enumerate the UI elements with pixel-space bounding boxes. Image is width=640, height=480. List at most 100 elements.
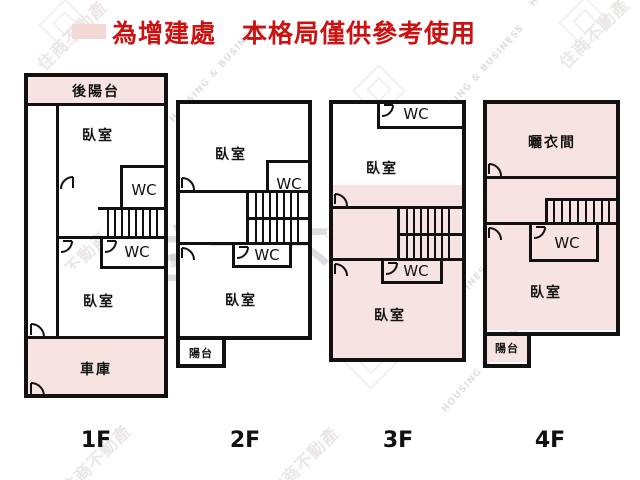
wall-wc-upper-left-3f bbox=[377, 100, 380, 129]
wall-wc-lower-left-1f bbox=[100, 236, 103, 269]
stair-run-1f bbox=[101, 210, 164, 236]
floorplan-2f: 臥室 WC WC 臥室 陽台 bbox=[176, 100, 312, 368]
wall-hall-bottom-4f bbox=[483, 222, 620, 225]
door-wc-lower-1f bbox=[104, 240, 119, 255]
room-hall-left-1f bbox=[26, 105, 58, 317]
wall-outer-bottom-3f bbox=[329, 358, 466, 362]
wall-outer-left-2f bbox=[176, 100, 180, 368]
floor-caption-3f: 3F bbox=[382, 428, 414, 453]
door-bedroom-upper-3f bbox=[334, 192, 350, 208]
floor-caption-1f: 1F bbox=[80, 428, 112, 453]
wall-wc-lower-bottom-2f bbox=[232, 265, 292, 268]
label-wc-lower-2f: WC bbox=[254, 246, 280, 264]
door-bedroom-upper-1f bbox=[59, 176, 75, 192]
wall-balcony-right-2f bbox=[222, 336, 226, 368]
label-balcony-4f: 陽台 bbox=[495, 342, 519, 355]
door-wc-4f bbox=[533, 226, 548, 241]
wall-wc-upper-left-1f bbox=[120, 165, 123, 219]
door-hall-1f bbox=[60, 240, 75, 255]
wall-wc-lower-right-2f bbox=[289, 244, 292, 268]
stair-run-lower-2f bbox=[249, 220, 308, 242]
page-title: 為增建處 本格局僅供參考使用 bbox=[112, 19, 477, 48]
label-bedroom-upper-3f: 臥室 bbox=[366, 161, 398, 177]
wall-stair-top-4f bbox=[545, 198, 617, 201]
label-bedroom-4f: 臥室 bbox=[530, 285, 562, 301]
wall-outer-left-4f bbox=[483, 100, 487, 368]
room-wc-lower-1f bbox=[102, 238, 166, 268]
wall-bedroom-bottom-4f bbox=[483, 332, 620, 336]
wall-wc-lower-bottom-1f bbox=[100, 266, 166, 269]
wall-stair-landing-2f bbox=[246, 217, 312, 220]
room-bedroom-upper-pink-3f bbox=[331, 185, 464, 207]
wall-wc-bottom-4f bbox=[529, 259, 599, 262]
room-balcony-2f bbox=[178, 338, 224, 364]
door-hall-2f bbox=[181, 246, 197, 262]
label-wc-upper-3f: WC bbox=[403, 105, 429, 123]
wall-balcony-right-4f bbox=[527, 332, 531, 368]
room-bedroom-4f bbox=[485, 238, 618, 330]
wall-wc-lower-right-3f bbox=[440, 260, 443, 284]
wall-wc-upper-bottom-3f bbox=[377, 126, 466, 129]
label-bedroom-upper-2f: 臥室 bbox=[215, 147, 247, 163]
label-wc-lower-1f: WC bbox=[124, 243, 150, 261]
floor-caption-2f: 2F bbox=[229, 428, 261, 453]
label-bedroom-upper-1f: 臥室 bbox=[82, 128, 114, 144]
wall-stair-bottom-2f bbox=[176, 242, 312, 245]
stair-run-lower-3f bbox=[400, 236, 461, 258]
wall-outer-right-3f bbox=[462, 100, 466, 362]
floor-caption-4f: 4F bbox=[534, 428, 566, 453]
wall-mid-band-1f bbox=[56, 236, 101, 239]
wall-wc-upper-top-2f bbox=[266, 160, 310, 163]
wall-outer-left-1f bbox=[24, 73, 28, 398]
door-hall-4f bbox=[488, 226, 504, 242]
wall-outer-right-1f bbox=[164, 73, 168, 398]
label-wc-upper-1f: WC bbox=[131, 181, 157, 199]
wall-outer-top-4f bbox=[483, 100, 620, 104]
stair-run-upper-3f bbox=[400, 209, 461, 233]
wall-outer-top-1f bbox=[24, 73, 168, 77]
wall-stair-landing-3f bbox=[397, 233, 466, 236]
stair-run-4f bbox=[547, 200, 615, 222]
wall-bedroom-lower-bottom-2f bbox=[176, 336, 312, 340]
room-garage-1f bbox=[26, 338, 166, 396]
room-bedroom-lower-2f bbox=[178, 246, 310, 336]
door-hall-3f bbox=[334, 262, 350, 278]
wall-rear-balcony-1f bbox=[24, 103, 168, 106]
label-bedroom-lower-3f: 臥室 bbox=[374, 308, 406, 324]
label-balcony-2f: 陽台 bbox=[189, 347, 213, 360]
floorplan-4f: 曬衣間 WC 臥室 陽台 bbox=[483, 100, 620, 368]
door-bedroom-upper-2f bbox=[181, 176, 197, 192]
label-bedroom-lower-1f: 臥室 bbox=[83, 294, 115, 310]
wall-drying-bottom-4f bbox=[483, 176, 620, 179]
wall-garage-top-1f bbox=[24, 336, 168, 339]
wall-outer-right-2f bbox=[308, 100, 312, 340]
door-wc-lower-2f bbox=[236, 246, 251, 261]
wall-wc-lower-bottom-3f bbox=[381, 281, 443, 284]
wall-wc-upper-left-2f bbox=[266, 160, 269, 210]
wall-wc-upper-top-1f bbox=[120, 165, 166, 168]
wall-outer-left-3f bbox=[329, 100, 333, 362]
wall-stair-left-4f bbox=[545, 198, 548, 223]
wall-stair-top-3f bbox=[329, 206, 466, 209]
door-wc-lower-3f bbox=[385, 262, 400, 277]
wall-outer-bottom-1f bbox=[24, 394, 168, 398]
stair-run-upper-2f bbox=[249, 193, 308, 217]
wall-corridor-1f bbox=[56, 106, 59, 338]
wall-wc-lower-left-2f bbox=[232, 244, 235, 268]
wall-stair-bottom-1f bbox=[98, 236, 166, 239]
room-balcony-4f bbox=[485, 332, 529, 362]
wall-balcony-bottom-2f bbox=[176, 364, 226, 368]
floorplan-3f: WC 臥室 WC 臥室 bbox=[329, 100, 466, 362]
room-rear-balcony-1f bbox=[26, 75, 166, 105]
floorplan-1f: 後陽台 臥室 WC WC 臥室 車庫 bbox=[24, 73, 168, 398]
wall-balcony-bottom-4f bbox=[483, 364, 531, 368]
label-bedroom-lower-2f: 臥室 bbox=[225, 293, 257, 309]
door-garage-outer-1f bbox=[30, 381, 48, 397]
wall-stair-top-1f bbox=[98, 207, 166, 210]
door-wc-upper-3f bbox=[381, 104, 396, 119]
wall-outer-top-3f bbox=[329, 100, 466, 104]
room-drying-4f bbox=[485, 102, 618, 178]
wall-stair-top-2f bbox=[176, 190, 312, 193]
wall-outer-top-2f bbox=[176, 100, 312, 104]
